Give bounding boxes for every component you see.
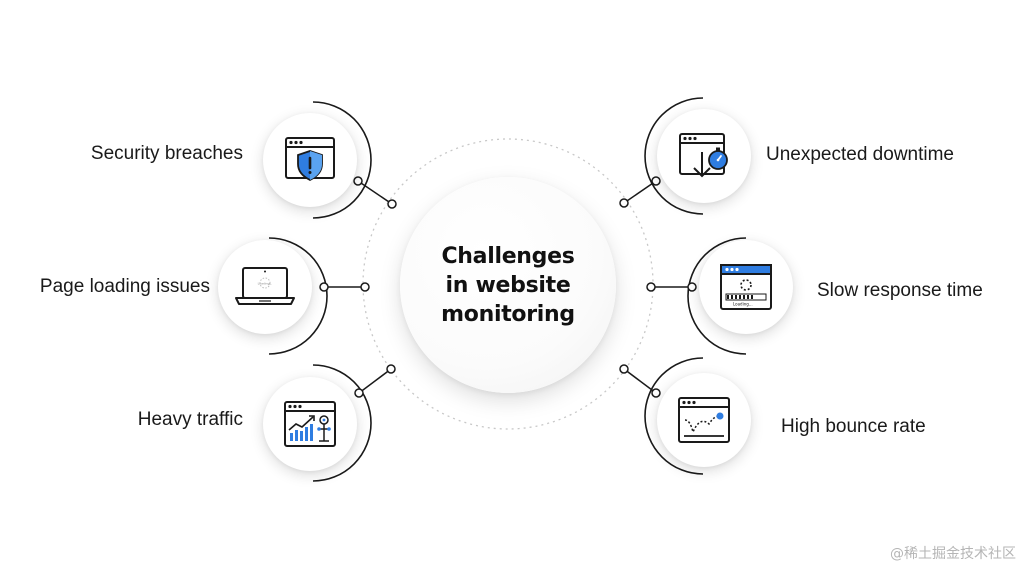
node-page-loading-issues: Loading... bbox=[218, 240, 312, 334]
watermark: @稀土掘金技术社区 bbox=[890, 546, 1016, 562]
dot-bounce-rate-inner bbox=[619, 364, 629, 374]
center-title-line3: monitoring bbox=[441, 301, 575, 327]
bounce-window-icon bbox=[678, 397, 730, 443]
arc-heavy-traffic bbox=[312, 364, 372, 482]
connector-security bbox=[357, 180, 393, 205]
connector-heavy-traffic bbox=[358, 368, 392, 394]
loading-window-icon: Loading... bbox=[720, 264, 772, 310]
dot-downtime-outer bbox=[651, 176, 661, 186]
connector-downtime bbox=[623, 180, 657, 204]
connector-bounce-rate bbox=[623, 368, 657, 394]
arc-security bbox=[312, 101, 372, 219]
label-security-breaches: Security breaches bbox=[90, 143, 243, 164]
arc-bounce-rate bbox=[644, 357, 704, 475]
node-security-breaches bbox=[263, 113, 357, 207]
node-high-bounce-rate bbox=[657, 373, 751, 467]
dot-downtime-inner bbox=[619, 198, 629, 208]
label-page-loading-issues: Page loading issues bbox=[39, 276, 210, 297]
laptop-loading-text: Loading... bbox=[258, 281, 273, 285]
dot-bounce-rate-outer bbox=[651, 388, 661, 398]
laptop-loading-icon: Loading... bbox=[235, 267, 295, 305]
traffic-chart-icon bbox=[284, 401, 336, 447]
dot-slow-response-outer bbox=[687, 282, 697, 292]
shield-alert-icon bbox=[285, 137, 335, 182]
node-heavy-traffic bbox=[263, 377, 357, 471]
dot-slow-response-inner bbox=[646, 282, 656, 292]
dot-page-loading-outer bbox=[319, 282, 329, 292]
label-unexpected-downtime: Unexpected downtime bbox=[766, 144, 954, 165]
dot-security-outer bbox=[353, 176, 363, 186]
dot-heavy-traffic-inner bbox=[386, 364, 396, 374]
dot-heavy-traffic-outer bbox=[354, 388, 364, 398]
loading-text: Loading... bbox=[733, 302, 753, 307]
arc-page-loading bbox=[268, 237, 328, 355]
arc-slow-response bbox=[687, 237, 747, 355]
dot-page-loading-inner bbox=[360, 282, 370, 292]
center-title-line1: Challenges bbox=[441, 243, 575, 269]
label-slow-response-time: Slow response time bbox=[817, 280, 983, 301]
label-high-bounce-rate: High bounce rate bbox=[781, 416, 926, 437]
stopwatch-download-icon bbox=[679, 133, 728, 178]
center-hub: Challenges in website monitoring bbox=[400, 177, 616, 393]
label-heavy-traffic: Heavy traffic bbox=[137, 409, 243, 430]
dot-security-inner bbox=[387, 199, 397, 209]
arc-downtime bbox=[644, 97, 704, 215]
center-title-line2: in website bbox=[445, 272, 571, 298]
node-slow-response-time: Loading... bbox=[699, 240, 793, 334]
center-title: Challenges in website monitoring bbox=[423, 242, 593, 329]
node-unexpected-downtime bbox=[657, 109, 751, 203]
